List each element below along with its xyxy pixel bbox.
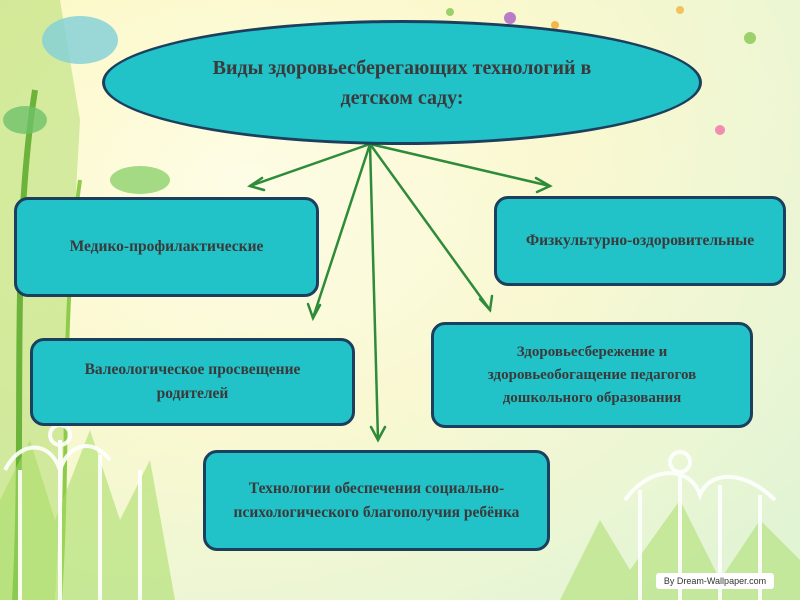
- diagram-title: Виды здоровьесберегающих технологий в де…: [102, 20, 702, 145]
- box-social-psychological: Технологии обеспечения социально-психоло…: [203, 450, 550, 551]
- box-teacher-health: Здоровьесбережение и здоровьеобогащение …: [431, 322, 753, 428]
- box-physical-health: Физкультурно-оздоровительные: [494, 196, 786, 286]
- box-parent-valeology: Валеологическое просвещение родителей: [30, 338, 355, 426]
- watermark-credit: By Dream-Wallpaper.com: [656, 573, 774, 589]
- box-medical-preventive: Медико-профилактические: [14, 197, 319, 297]
